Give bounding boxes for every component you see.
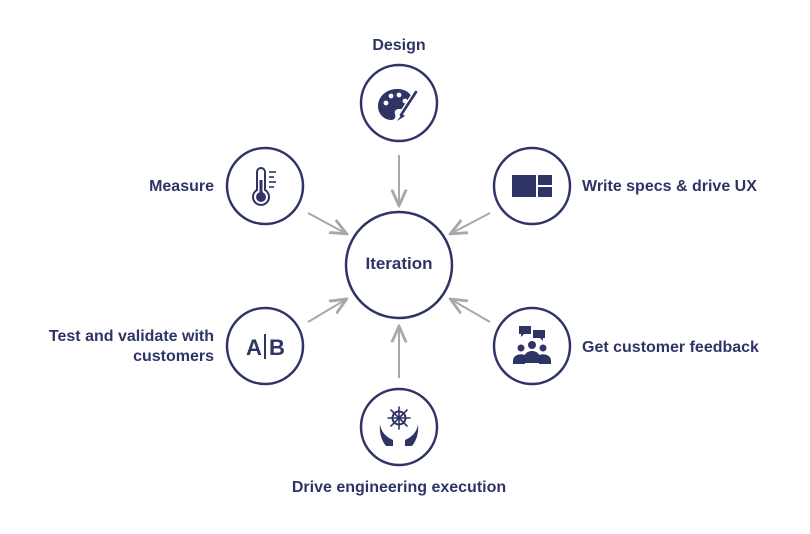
feedback-label: Get customer feedback [582,339,759,356]
measure-label: Measure [149,178,214,195]
layout-grid-icon [512,175,552,197]
palette-brush-icon [378,89,419,121]
arrow-feedback [452,300,491,323]
thermometer-icon [252,167,276,206]
write-specs-label: Write specs & drive UX [582,178,757,195]
center-circle [344,210,454,320]
arrow-test [307,300,345,323]
test-label-line2: customers [133,348,214,365]
test-label-line1: Test and validate with [48,328,214,345]
ab-icon-a: A [246,335,262,360]
test-label: Test and validate with customers [10,327,214,367]
ab-test-icon: A B [246,334,285,360]
arrow-write-specs [452,212,491,233]
arrows [307,155,491,378]
ship-wheel-hands-icon [379,406,419,446]
arrow-measure [307,212,345,233]
ab-icon-b: B [269,335,285,360]
group-chat-icon [513,326,551,364]
design-label: Design [372,37,426,54]
engineering-label: Drive engineering execution [291,479,507,496]
center-label: Iteration [365,254,433,273]
